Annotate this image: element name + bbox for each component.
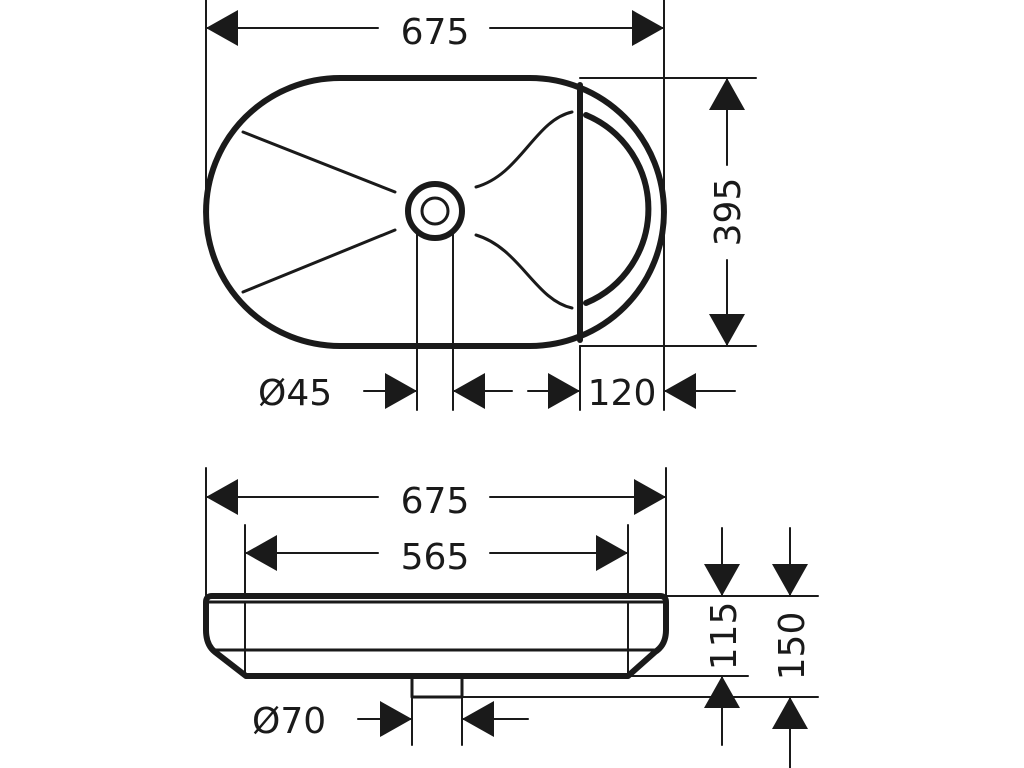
outer-width-arrow-right [634,479,666,515]
waste-arrow-left [380,701,412,737]
total-height-arrow-bottom [772,697,808,729]
depth-arrow-top [709,78,745,110]
basin-profile [203,593,669,679]
bowl-height-label: 115 [704,602,745,671]
slope-line-upper [241,130,397,194]
rim-arrow-right [664,373,696,409]
shelf-inner-arc [583,112,652,306]
width-arrow-right [632,10,664,46]
depth-arrow-bottom [709,314,745,346]
outer-width-arrow-left [206,479,238,515]
bowl-height-arrow-bottom [704,676,740,708]
outer-width-label: 675 [401,481,470,522]
inner-width-arrow-left [245,535,277,571]
drain-diameter-label: Ø45 [258,373,332,414]
drain-outer-ring [405,181,465,241]
slope-curve-upper [474,110,574,189]
waste-diameter-label: Ø70 [252,701,326,742]
width-label: 675 [401,12,470,53]
depth-label: 395 [708,178,749,247]
total-height-arrow-top [772,564,808,596]
inner-width-arrow-right [596,535,628,571]
rim-width-label: 120 [588,373,657,414]
top-view: 675 395 Ø45 120 [203,0,757,414]
width-arrow-left [206,10,238,46]
drain-inner-ring [420,196,450,226]
drain-arrow-right [453,373,485,409]
inner-width-label: 565 [401,537,470,578]
basin-outline [203,75,667,349]
waste-outlet [410,674,464,699]
waste-arrow-right [462,701,494,737]
bowl-height-arrow-top [704,564,740,596]
rim-arrow-left [548,373,580,409]
drain-arrow-left [385,373,417,409]
side-view: 675 565 115 150 Ø70 [203,467,819,768]
total-height-label: 150 [772,612,813,681]
slope-line-lower [241,228,397,294]
slope-curve-lower [474,233,574,310]
